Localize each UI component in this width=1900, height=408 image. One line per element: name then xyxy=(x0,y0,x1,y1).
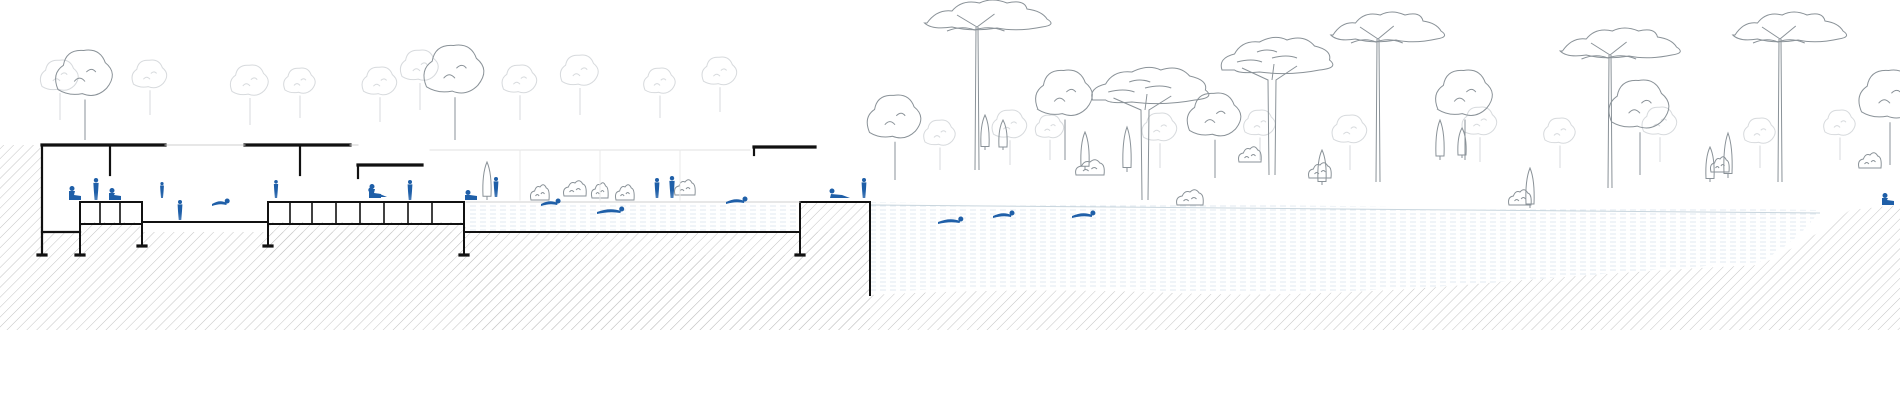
person-seated-icon xyxy=(1882,193,1894,205)
tree-icon xyxy=(1435,69,1493,160)
person-icon xyxy=(654,178,660,198)
shrub-icon xyxy=(1508,189,1532,206)
pine-tree-icon xyxy=(923,0,1052,171)
swimmer-icon xyxy=(726,196,748,204)
canopy-tree-icon xyxy=(1220,36,1334,176)
ground-section xyxy=(0,145,1900,330)
swimmer-icon xyxy=(541,198,561,206)
pine-tree-icon xyxy=(1731,11,1848,183)
person-seated-icon xyxy=(69,186,81,200)
shrub-icon xyxy=(563,180,587,197)
people-figures xyxy=(69,176,1894,224)
shrub-icon xyxy=(529,184,550,201)
cypress-tree-icon xyxy=(1457,126,1467,158)
background-tree-icon xyxy=(1461,106,1498,162)
tree-icon xyxy=(1608,79,1670,175)
swimmer-icon xyxy=(993,210,1015,218)
person-icon xyxy=(861,178,867,198)
background-tree-icon xyxy=(1243,109,1276,160)
cypress-tree-icon xyxy=(1435,118,1445,160)
tree-icon xyxy=(423,44,485,140)
cypress-tree-icon xyxy=(1705,145,1715,182)
background-tree-icon xyxy=(1743,117,1776,168)
swimmer-icon xyxy=(212,198,230,206)
background-tree-icon xyxy=(1641,106,1678,162)
person-icon xyxy=(177,200,183,220)
canopy-tree-icon xyxy=(1091,66,1210,201)
cypress-tree-icon xyxy=(998,118,1008,150)
background-tree-icon xyxy=(131,59,168,115)
building-structure xyxy=(36,143,871,296)
swimmer-icon xyxy=(597,206,625,214)
background-tree-icon xyxy=(643,67,676,118)
cypress-tree-icon xyxy=(1723,131,1733,178)
background-tree-icon xyxy=(923,119,956,170)
background-tree-icon xyxy=(1034,114,1065,160)
person-seated-icon xyxy=(465,190,477,200)
person-reclining-icon xyxy=(368,187,387,197)
shrub-icon xyxy=(1709,156,1730,173)
person-reclining-icon xyxy=(829,188,850,198)
foreground-trees xyxy=(55,0,1900,208)
background-tree-icon xyxy=(361,66,398,122)
swimmer-icon xyxy=(1072,210,1096,218)
shrub-icon xyxy=(1238,146,1262,163)
background-tree-icon xyxy=(1141,112,1178,168)
background-tree-icon xyxy=(229,64,269,125)
tree-icon xyxy=(55,49,113,140)
person-icon xyxy=(407,180,413,200)
background-tree-icon xyxy=(559,54,599,115)
pine-tree-icon xyxy=(1329,11,1446,183)
cypress-tree-icon xyxy=(1317,148,1327,185)
shrub-icon xyxy=(674,179,696,196)
person-icon xyxy=(493,177,499,197)
background-tree-icon xyxy=(399,49,439,110)
tree-icon xyxy=(866,94,922,180)
shrub-icon xyxy=(1858,152,1882,169)
swimmer-icon xyxy=(938,216,964,224)
cypress-tree-icon xyxy=(482,160,492,200)
background-tree-icon xyxy=(701,56,738,112)
shrub-icon xyxy=(1308,162,1332,179)
person-icon xyxy=(669,176,675,198)
background-tree-icon xyxy=(1543,117,1576,168)
background-tree-icon xyxy=(1823,109,1856,160)
tree-icon xyxy=(1858,69,1900,165)
cypress-tree-icon xyxy=(980,113,990,150)
cypress-tree-icon xyxy=(1525,166,1535,208)
shrub-icon xyxy=(1075,159,1105,176)
background-trees xyxy=(39,49,1856,170)
tree-icon xyxy=(1186,92,1242,178)
background-tree-icon xyxy=(1331,114,1368,170)
shrub-icon xyxy=(1176,189,1204,206)
cypress-tree-icon xyxy=(1122,125,1132,172)
person-icon xyxy=(273,180,279,198)
person-seated-icon xyxy=(109,188,121,200)
person-icon xyxy=(160,182,164,198)
tree-icon xyxy=(1035,69,1093,160)
background-tree-icon xyxy=(283,67,316,118)
shrub-icon xyxy=(614,184,635,201)
water-body xyxy=(466,202,1821,293)
shrubs xyxy=(529,146,1882,206)
person-icon xyxy=(93,178,99,200)
background-tree-icon xyxy=(501,64,538,120)
pine-tree-icon xyxy=(1558,27,1681,189)
background-tree-icon xyxy=(991,109,1028,165)
